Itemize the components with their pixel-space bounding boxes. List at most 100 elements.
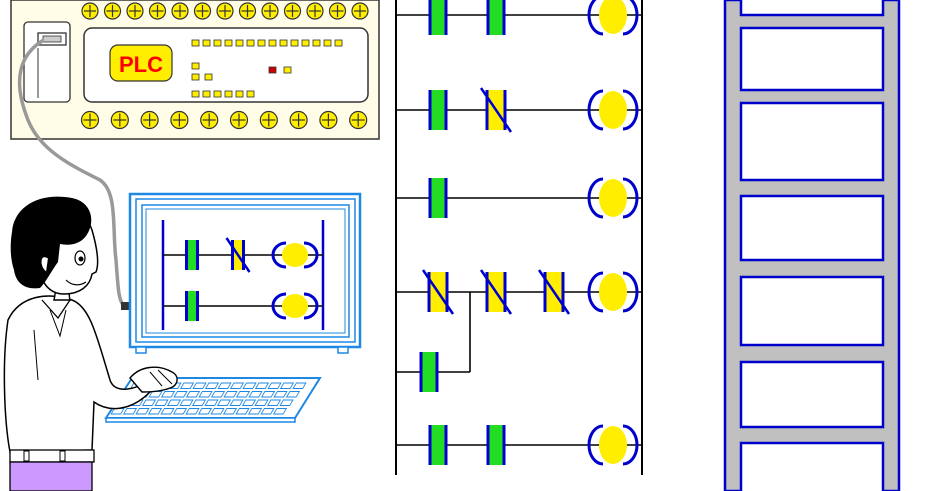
contact-normally-closed [479,87,513,133]
output-coil [587,271,639,313]
plc-label-badge [109,44,173,82]
contact-normally-open [185,240,199,270]
monitor-ladder-program [161,220,325,330]
ladder-gap [739,0,885,17]
status-led [323,39,332,47]
contact-normally-closed [537,269,571,315]
status-led [202,39,211,47]
ladder-gap [739,360,885,429]
contact-normally-open [428,90,448,130]
contact-normally-open [428,0,448,35]
monitor-rung [163,291,323,321]
status-led [312,39,321,47]
monitor-screen [141,204,350,338]
terminal-screw [319,110,338,130]
output-coil [587,424,639,466]
status-led [213,90,222,98]
terminal-screw [306,2,324,20]
status-led [224,90,233,98]
ladder-logic-diagram [395,0,643,475]
terminal-screw [328,2,347,20]
output-coil [587,177,639,219]
plc-unit: PLC [10,0,380,140]
contact-normally-closed [421,269,455,315]
terminal-screw [170,110,189,130]
person-belt [9,449,95,463]
status-led [213,39,222,47]
terminal-screw [126,2,144,20]
contact-normally-closed [479,269,513,315]
ladder-branch [396,292,471,392]
status-led [191,73,200,81]
person [3,196,178,491]
contact-normally-open [486,0,506,35]
terminal-screw [349,110,368,130]
ladder-gap [739,441,885,491]
terminal-screw [259,110,278,130]
contact-normally-open [185,291,199,321]
terminal-screw [261,2,279,20]
status-led [191,62,200,70]
status-led [257,39,266,47]
ladder-gap [739,194,885,262]
terminal-screw [80,110,100,130]
person-hand [129,366,178,393]
status-led [283,66,292,74]
ladder-rung [396,269,642,392]
terminal-screw [103,2,122,20]
ladder-gap [739,101,885,182]
terminal-screw [200,110,219,130]
terminal-screw [216,2,234,20]
status-led [268,39,277,47]
output-coil [587,0,639,36]
person-shirt [3,295,151,453]
terminal-screw [229,110,249,130]
status-led [191,90,200,98]
status-led [246,39,255,47]
terminal-screw [81,2,99,20]
status-led [191,39,200,47]
status-led [246,90,255,98]
ladder-gap [739,275,885,347]
monitor-rung [163,237,323,273]
person-pants [9,461,93,491]
terminal-screw [283,2,302,20]
terminal-screw [148,2,167,20]
status-led [268,66,277,74]
programming-cable [17,39,126,308]
terminal-screw [351,2,369,20]
status-led [224,39,233,47]
ladder-rung [396,177,642,219]
top-terminal-strip [81,2,369,20]
status-led [235,39,244,47]
contact-normally-open [419,352,439,392]
status-led [235,90,244,98]
status-led [202,90,211,98]
terminal-screw [110,110,129,130]
ladder-rung [396,0,642,36]
status-led [204,73,213,81]
bottom-terminal-strip [80,110,368,130]
ladder-rung [396,87,642,133]
contact-normally-closed [225,237,251,273]
status-led [301,39,310,47]
contact-normally-open [486,425,506,465]
ladder-rung [396,424,642,466]
status-led [279,39,288,47]
plc-status-leds [191,39,343,98]
terminal-screw [193,2,212,20]
plc-label: PLC [119,52,163,77]
monitor [128,192,362,354]
output-coil [587,89,639,131]
contact-normally-open [428,178,448,218]
contact-normally-open [428,425,448,465]
terminal-screw [238,2,257,20]
terminal-screw [171,2,189,20]
terminal-screw [289,110,308,130]
person-hair [10,196,92,289]
terminal-screw [140,110,159,130]
status-led [334,39,343,47]
status-led [290,39,299,47]
ladder-graphic [723,0,901,491]
